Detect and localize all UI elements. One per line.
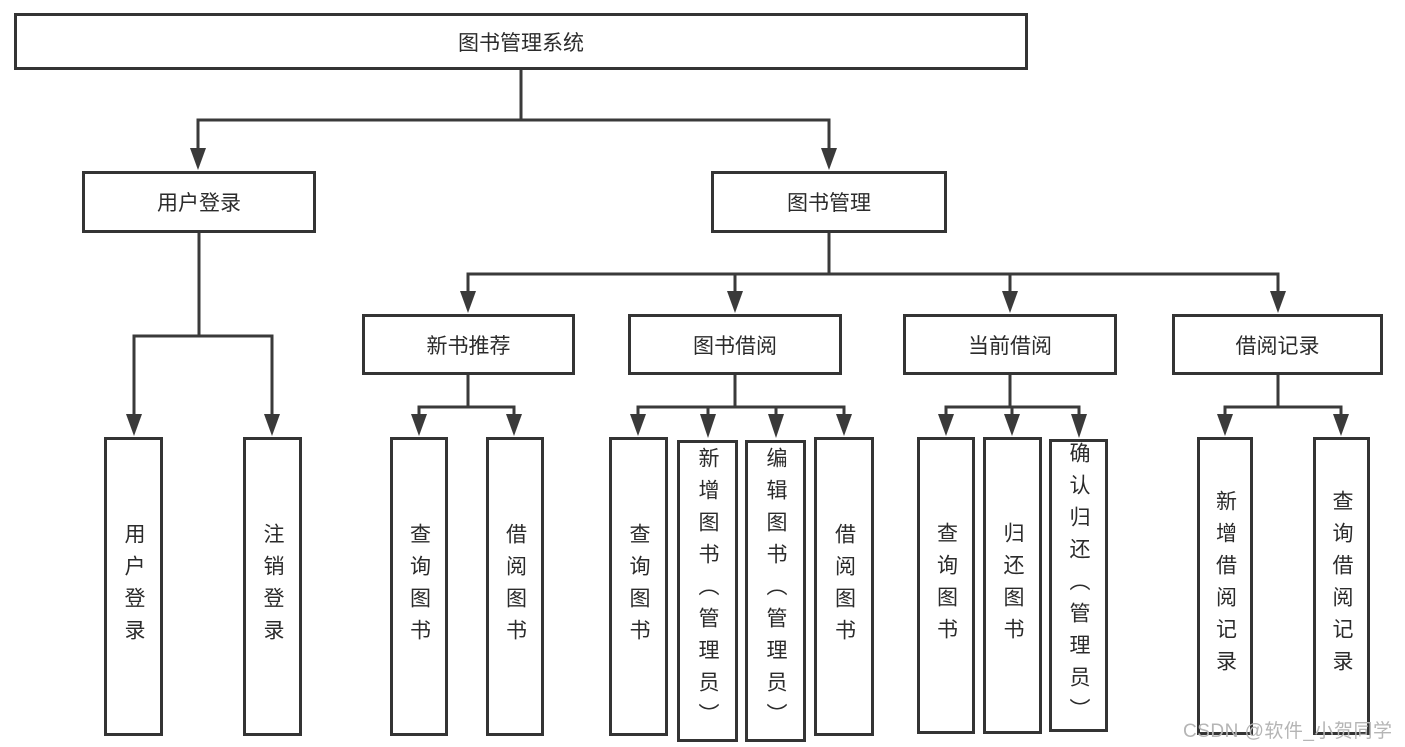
leaf-borrow-borrow-books: 借阅图书: [814, 437, 874, 736]
node-current-borrow: 当前借阅: [903, 314, 1117, 375]
leaf-borrow-query-books: 查询图书: [609, 437, 668, 736]
arrowhead: [190, 148, 206, 170]
node-label: 借阅记录: [1235, 334, 1320, 358]
arrowhead: [1333, 414, 1349, 436]
arrowhead: [700, 414, 716, 438]
node-new-book-recommend: 新书推荐: [362, 314, 575, 375]
node-label: 图书借阅: [693, 334, 777, 358]
arrowhead: [1071, 414, 1087, 438]
node-label: 新书推荐: [426, 334, 511, 358]
leaf-user-login: 用户登录: [104, 437, 163, 736]
node-label: 编辑图书（管理员）: [764, 447, 787, 735]
node-borrow-records: 借阅记录: [1172, 314, 1383, 375]
node-label: 查询图书: [407, 522, 431, 651]
arrowhead: [821, 148, 837, 170]
leaf-records-add-record: 新增借阅记录: [1197, 437, 1253, 735]
node-label: 借阅图书: [832, 522, 856, 651]
leaf-newbook-query-books: 查询图书: [390, 437, 448, 736]
arrowhead: [630, 414, 646, 436]
arrowhead: [1004, 414, 1020, 436]
arrowhead: [938, 414, 954, 436]
leaf-logout: 注销登录: [243, 437, 302, 736]
leaf-records-query-record: 查询借阅记录: [1313, 437, 1370, 735]
node-book-borrow: 图书借阅: [628, 314, 842, 375]
node-label: 图书管理系统: [458, 31, 584, 55]
node-label: 用户登录: [122, 522, 145, 651]
leaf-borrow-edit-books-admin: 编辑图书（管理员）: [745, 440, 806, 742]
leaf-newbook-borrow-books: 借阅图书: [486, 437, 544, 736]
node-label: 查询图书: [627, 522, 650, 651]
node-user-login: 用户登录: [82, 171, 316, 233]
node-book-management: 图书管理: [711, 171, 947, 233]
node-label: 确认归还（管理员）: [1067, 442, 1090, 730]
node-library-management-system: 图书管理系统: [14, 13, 1028, 70]
arrowhead: [768, 414, 784, 438]
node-label: 查询借阅记录: [1330, 490, 1353, 682]
arrowhead: [1002, 291, 1018, 313]
arrowhead: [1270, 291, 1286, 313]
arrowhead: [411, 414, 427, 436]
node-label: 借阅图书: [503, 522, 527, 651]
leaf-current-query-books: 查询图书: [917, 437, 975, 734]
node-label: 注销登录: [261, 522, 284, 651]
node-label: 用户登录: [157, 192, 241, 215]
node-label: 查询图书: [934, 521, 958, 650]
node-label: 归还图书: [1001, 521, 1024, 650]
csdn-watermark: CSDN @软件_小贺同学: [1183, 721, 1393, 742]
arrowhead: [126, 414, 142, 436]
arrowhead: [727, 291, 743, 313]
leaf-borrow-add-books-admin: 新增图书（管理员）: [677, 440, 738, 742]
leaf-current-confirm-return-admin: 确认归还（管理员）: [1049, 439, 1108, 732]
arrowhead: [460, 291, 476, 313]
arrowhead: [506, 414, 522, 436]
node-label: 当前借阅: [968, 334, 1052, 358]
node-label: 新增图书（管理员）: [696, 447, 719, 735]
node-label: 图书管理: [787, 192, 871, 215]
leaf-current-return-books: 归还图书: [983, 437, 1042, 734]
arrowhead: [264, 414, 280, 436]
node-label: 新增借阅记录: [1213, 490, 1237, 682]
arrowhead: [1217, 414, 1233, 436]
arrowhead: [836, 414, 852, 436]
